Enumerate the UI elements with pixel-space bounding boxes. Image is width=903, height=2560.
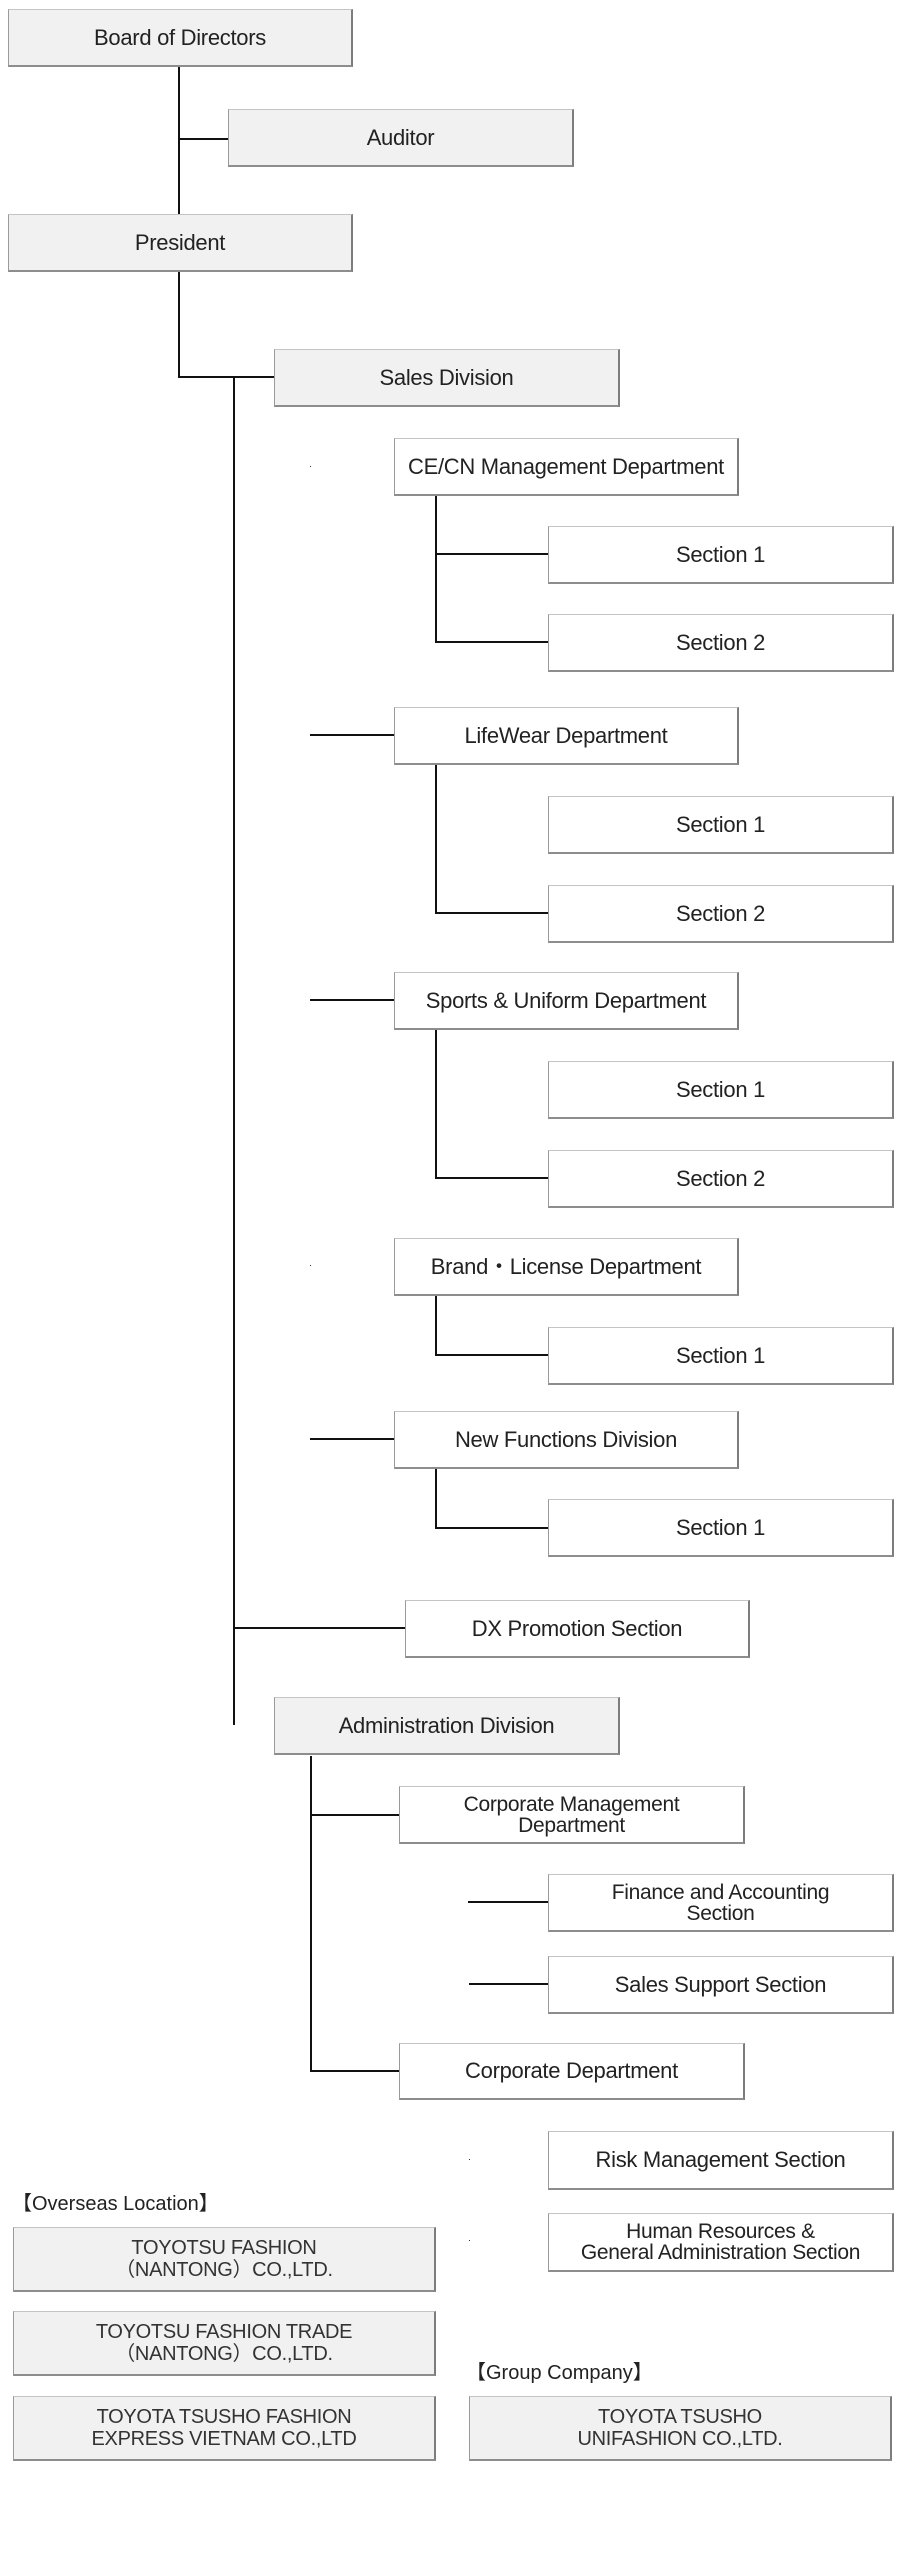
org-box-label: Sales Support Section	[614, 1971, 827, 1997]
org-box-label-line: Corporate Management	[463, 1792, 680, 1816]
org-box-label: Section 1	[675, 1342, 766, 1368]
org-box-label: Section 1	[675, 811, 766, 837]
org-box-label: Section 2	[675, 629, 766, 655]
connector-sports	[310, 999, 394, 1001]
company-box-overseas: TOYOTSU FASHION （NANTONG）CO.,LTD.	[13, 2227, 436, 2292]
org-box-label: Brand・License Department	[430, 1253, 702, 1279]
org-box-risk-management-section: Risk Management Section	[548, 2131, 894, 2190]
org-box-brand-license-department: Brand・License Department	[394, 1238, 739, 1296]
org-box-label: Sports & Uniform Department	[425, 987, 707, 1013]
org-box-label: CE/CN Management Department	[408, 453, 724, 479]
connector-corp-dept	[310, 2070, 399, 2072]
connector-dx	[233, 1627, 405, 1629]
org-box-section: Section 1	[548, 526, 894, 584]
org-box-label: Section 2	[675, 1165, 766, 1191]
org-box-section: Section 1	[548, 1327, 894, 1385]
org-box-corporate-management-department: Corporate Management Department	[399, 1786, 745, 1844]
org-box-section: Section 1	[548, 796, 894, 854]
org-box-section: Section 1	[548, 1499, 894, 1557]
org-box-label-line: General Administration Section	[580, 2241, 861, 2264]
connector-section	[435, 912, 548, 914]
connector-section	[435, 1354, 548, 1356]
connector-section	[435, 553, 548, 555]
org-box-label: Risk Management Section	[595, 2147, 846, 2172]
company-name-line: TOYOTSU FASHION TRADE	[95, 2321, 353, 2343]
org-box-label: Section 1	[675, 541, 766, 567]
org-box-label: Sales Division	[379, 364, 514, 390]
company-name-line: UNIFASHION CO.,LTD.	[577, 2428, 783, 2450]
company-name-line: TOYOTSU FASHION	[131, 2237, 317, 2259]
org-box-label: Board of Directors	[94, 24, 266, 50]
org-box-label: Section 1	[675, 1514, 766, 1540]
connector-sales-division	[178, 376, 274, 378]
company-name-line: （NANTONG）CO.,LTD.	[115, 2343, 333, 2365]
group-company-heading: 【Group Company】	[466, 2362, 653, 2384]
org-box-dx-promotion-section: DX Promotion Section	[405, 1600, 750, 1658]
org-box-president: President	[8, 214, 353, 272]
connector-brand-trunk	[435, 1296, 437, 1356]
org-box-label: Auditor	[366, 124, 435, 150]
connector-new-functions-trunk	[435, 1468, 437, 1529]
org-box-section: Section 1	[548, 1061, 894, 1119]
org-box-auditor: Auditor	[228, 109, 574, 167]
org-box-section: Section 2	[548, 1150, 894, 1208]
connector-section	[435, 1177, 548, 1179]
connector-section	[435, 641, 548, 643]
org-box-label: Section 2	[675, 900, 766, 926]
connector-lifewear	[310, 734, 394, 736]
org-box-new-functions-division: New Functions Division	[394, 1411, 739, 1469]
company-name-line: （NANTONG）CO.,LTD.	[115, 2259, 333, 2281]
connector-auditor	[178, 138, 228, 140]
company-name-line: TOYOTA TSUSHO FASHION	[96, 2406, 352, 2428]
connector-lifewear-trunk	[435, 764, 437, 914]
company-box-overseas: TOYOTSU FASHION TRADE （NANTONG）CO.,LTD.	[13, 2311, 436, 2376]
connector-stub	[469, 2240, 470, 2241]
connector-sales-support	[469, 1983, 548, 1985]
org-box-label: President	[134, 229, 226, 255]
org-box-hr-general-admin-section: Human Resources & General Administration…	[548, 2213, 894, 2272]
connector-new-functions	[310, 1438, 394, 1440]
org-box-label-line: Human Resources &	[626, 2220, 815, 2243]
connector-corp-mgmt	[310, 1814, 399, 1816]
connector-cecn-trunk	[435, 496, 437, 643]
org-box-section: Section 2	[548, 885, 894, 943]
org-box-cecn-department: CE/CN Management Department	[394, 438, 739, 496]
org-box-lifewear-department: LifeWear Department	[394, 707, 739, 765]
company-box-group: TOYOTA TSUSHO UNIFASHION CO.,LTD.	[469, 2396, 892, 2461]
org-box-sports-uniform-department: Sports & Uniform Department	[394, 972, 739, 1030]
connector-sales-trunk	[233, 377, 235, 1725]
connector-stub	[469, 2159, 470, 2160]
org-box-sales-support-section: Sales Support Section	[548, 1956, 894, 2014]
company-box-overseas: TOYOTA TSUSHO FASHION EXPRESS VIETNAM CO…	[13, 2396, 436, 2461]
connector-stub	[310, 466, 311, 467]
org-box-label: New Functions Division	[454, 1426, 678, 1452]
connector-admin-trunk	[310, 1756, 312, 2072]
company-name-line: TOYOTA TSUSHO	[598, 2406, 762, 2428]
connector-sports-trunk	[435, 1030, 437, 1179]
org-box-board-of-directors: Board of Directors	[8, 9, 353, 67]
org-box-administration-division: Administration Division	[274, 1697, 620, 1755]
org-box-finance-accounting-section: Finance and Accounting Section	[548, 1874, 894, 1932]
org-box-sales-division: Sales Division	[274, 349, 620, 407]
connector-finance	[468, 1901, 548, 1903]
org-box-label: Corporate Department	[465, 2058, 678, 2083]
org-box-label: LifeWear Department	[464, 722, 668, 748]
connector-section	[435, 1527, 548, 1529]
org-box-label-line: Finance and Accounting	[611, 1880, 830, 1904]
org-box-label-line: Section	[686, 1901, 755, 1925]
org-box-label: Administration Division	[338, 1712, 555, 1738]
company-name-line: EXPRESS VIETNAM CO.,LTD	[91, 2428, 357, 2450]
org-box-section: Section 2	[548, 614, 894, 672]
org-box-label: DX Promotion Section	[471, 1615, 683, 1641]
overseas-heading: 【Overseas Location】	[12, 2193, 219, 2215]
org-box-label-line: Department	[518, 1813, 625, 1837]
org-box-corporate-department: Corporate Department	[399, 2043, 745, 2100]
org-box-label: Section 1	[675, 1076, 766, 1102]
connector-stub	[310, 1265, 311, 1266]
